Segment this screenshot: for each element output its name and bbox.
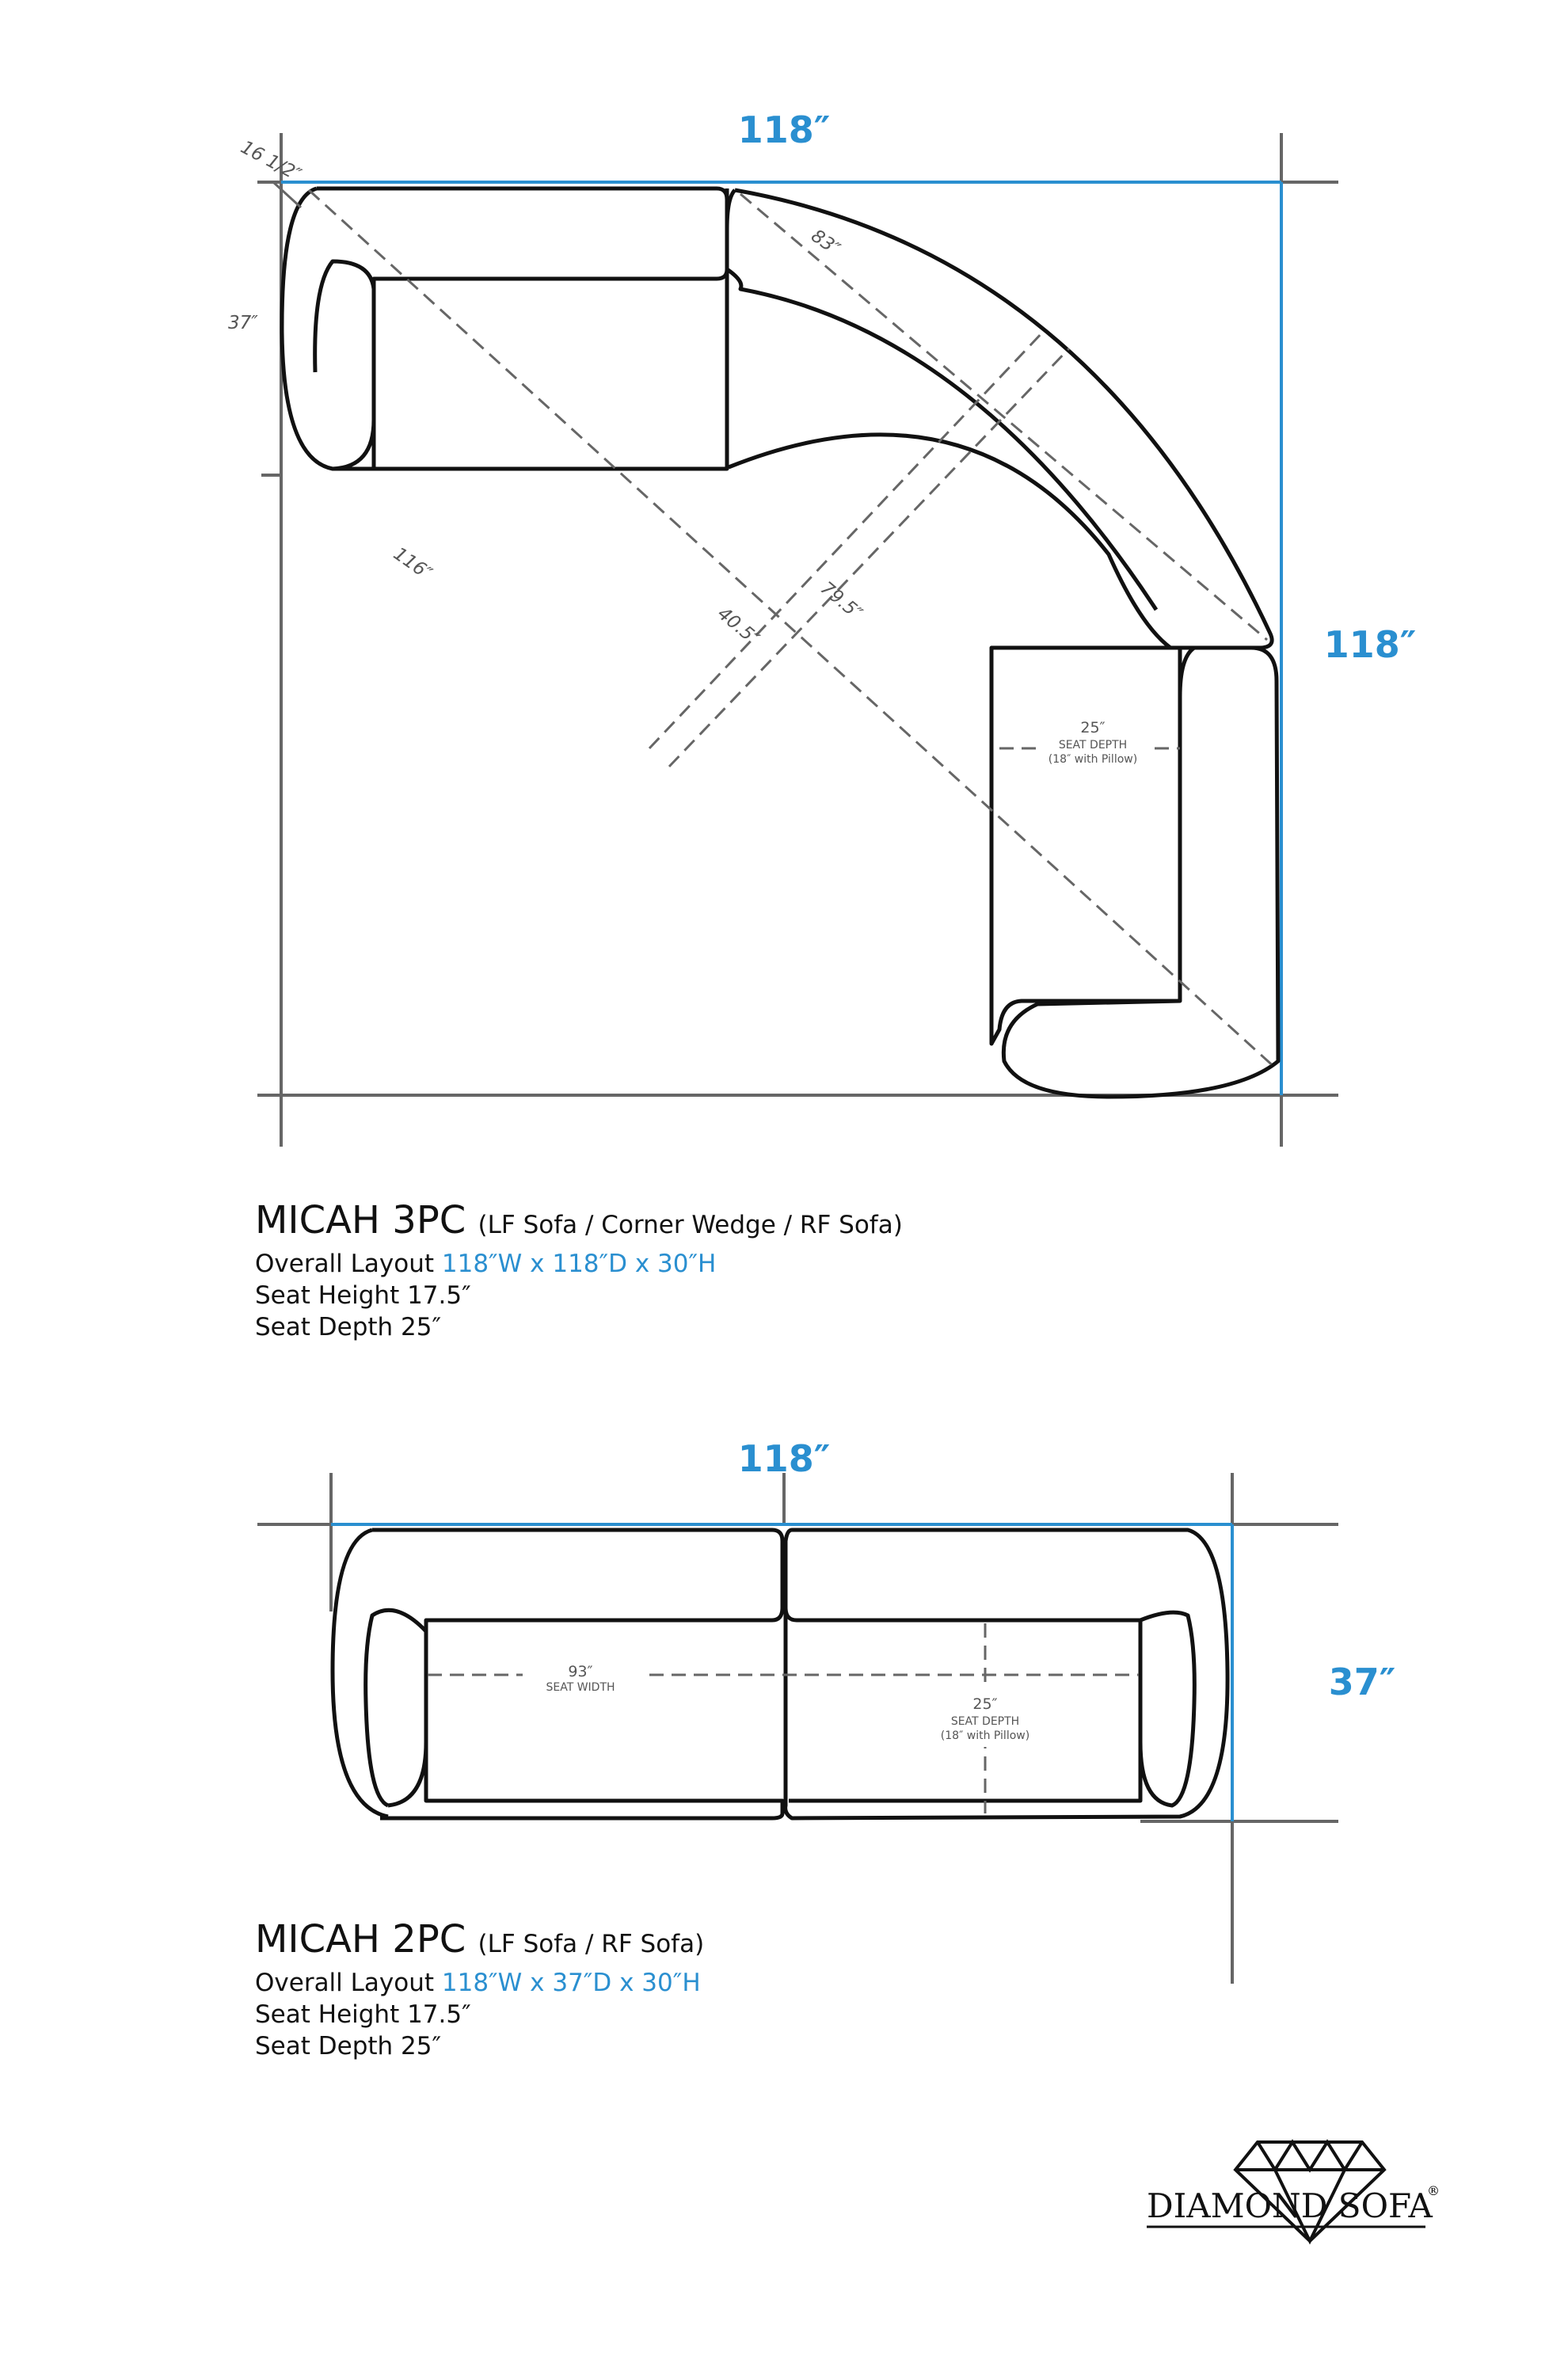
- seat-depth-value-3pc: 25″: [1080, 719, 1105, 736]
- dashed-measure-lines-3pc: [307, 188, 1278, 1071]
- diamond-icon: [1233, 2139, 1387, 2245]
- micah-3pc-diagram: 118″ 118″ 16 1/2″ 37″ 116″ 83″ 79.5″ 40.…: [228, 108, 1416, 1147]
- seat-width-label-2pc: SEAT WIDTH: [546, 1681, 615, 1694]
- product-pieces-2pc: (LF Sofa / RF Sofa): [478, 1930, 705, 1958]
- overall-layout-label-3pc: Overall Layout: [255, 1250, 435, 1278]
- arm-depth-3pc: 37″: [228, 313, 258, 333]
- micah-2pc-diagram: 118″ 37″ 93″ SEAT WIDTH 25″ SEAT DEPTH (…: [257, 1437, 1395, 1984]
- seat-width-value-2pc: 93″: [568, 1663, 592, 1680]
- seat-depth-note-2pc: (18″ with Pillow): [941, 1729, 1029, 1742]
- overall-layout-3pc: Overall Layout 118″W x 118″D x 30″H: [255, 1248, 903, 1280]
- guide-lines-3pc: [257, 133, 1338, 1147]
- spec-block-2pc: MICAH 2PC (LF Sofa / RF Sofa) Overall La…: [255, 1916, 704, 2062]
- overall-width-3pc: 118″: [738, 108, 831, 151]
- overall-dimension-lines-3pc: [281, 181, 1283, 1095]
- overall-dimension-lines-2pc: [331, 1523, 1234, 1821]
- diamond-sofa-logo: DIAMOND SOFA ®: [1147, 2139, 1440, 2245]
- wedge-depth-3pc: 40.5″: [714, 603, 763, 650]
- spec-title-3pc: MICAH 3PC (LF Sofa / Corner Wedge / RF S…: [255, 1197, 903, 1248]
- logo-text: DIAMOND SOFA: [1147, 2186, 1433, 2225]
- seat-depth-3pc: Seat Depth 25″: [255, 1313, 442, 1341]
- overall-depth-2pc: 37″: [1329, 1661, 1396, 1703]
- overall-layout-label-2pc: Overall Layout: [255, 1969, 435, 1997]
- seat-depth-label-bg-3pc: [1037, 713, 1148, 768]
- spec-title-2pc: MICAH 2PC (LF Sofa / RF Sofa): [255, 1916, 704, 1967]
- seat-diagonal-3pc: 116″: [390, 543, 436, 584]
- wedge-inner-3pc: 79.5″: [816, 578, 866, 625]
- seat-width-label-bg-2pc: [523, 1658, 641, 1696]
- seat-depth-label-2pc: SEAT DEPTH: [951, 1715, 1019, 1728]
- product-name-3pc: MICAH 3PC: [255, 1198, 466, 1242]
- sofa-outline-2pc: [330, 1528, 1230, 1821]
- seat-height-3pc: Seat Height 17.5″: [255, 1281, 471, 1310]
- seat-depth-2pc: Seat Depth 25″: [255, 2032, 442, 2060]
- spec-block-3pc: MICAH 3PC (LF Sofa / Corner Wedge / RF S…: [255, 1197, 903, 1343]
- overall-depth-3pc: 118″: [1324, 623, 1417, 666]
- seat-height-2pc: Seat Height 17.5″: [255, 2000, 471, 2029]
- overall-layout-value-3pc: 118″W x 118″D x 30″H: [441, 1250, 717, 1278]
- seat-depth-label-3pc: SEAT DEPTH: [1059, 739, 1127, 752]
- sofa-outline-3pc: [280, 186, 1281, 1099]
- overall-layout-2pc: Overall Layout 118″W x 37″D x 30″H: [255, 1967, 704, 1999]
- seat-depth-label-bg-2pc: [930, 1690, 1041, 1747]
- registered-mark: ®: [1427, 2183, 1440, 2198]
- corner-dim-3pc: 16 1/2″: [238, 137, 305, 186]
- product-pieces-3pc: (LF Sofa / Corner Wedge / RF Sofa): [478, 1211, 903, 1239]
- overall-width-2pc: 118″: [738, 1437, 831, 1480]
- corner-tick-3pc: [272, 181, 303, 209]
- overall-layout-value-2pc: 118″W x 37″D x 30″H: [441, 1969, 701, 1997]
- seat-depth-note-3pc: (18″ with Pillow): [1049, 753, 1137, 766]
- product-name-2pc: MICAH 2PC: [255, 1917, 466, 1962]
- seat-depth-value-2pc: 25″: [972, 1695, 997, 1713]
- guide-lines-2pc: [257, 1473, 1338, 1984]
